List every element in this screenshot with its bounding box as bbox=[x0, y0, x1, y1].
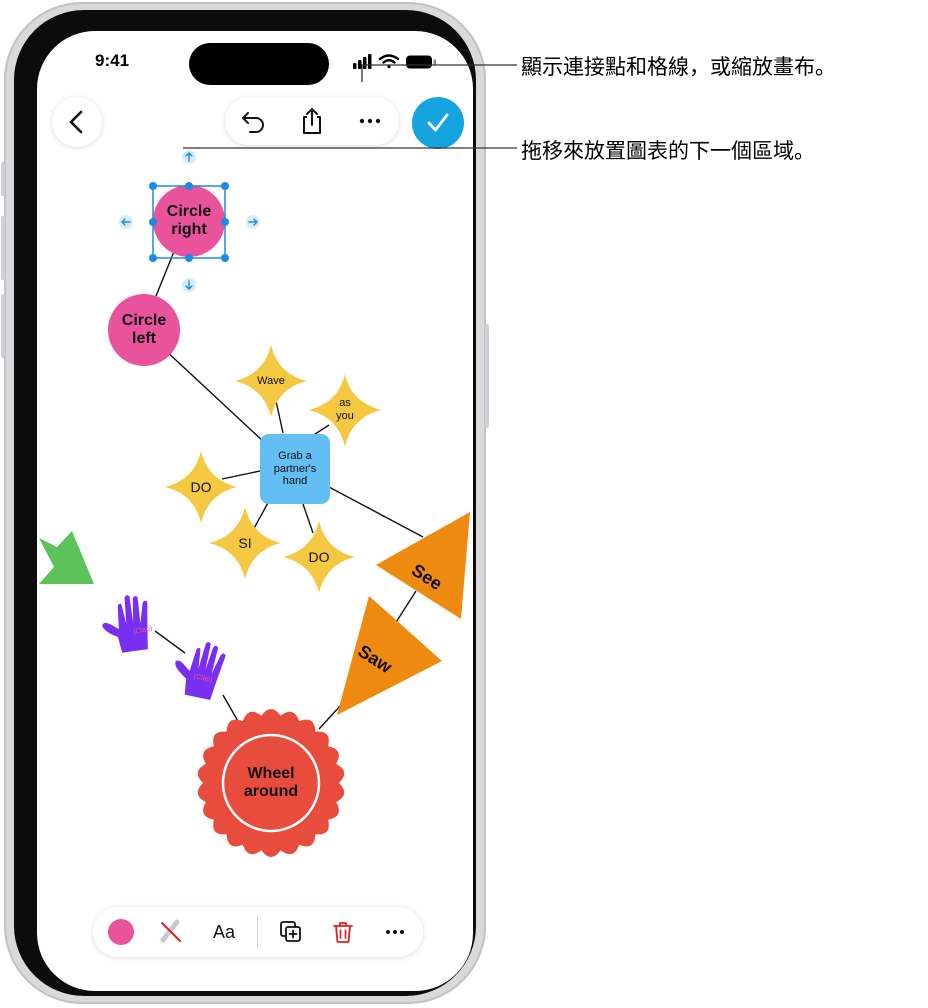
stroke-button[interactable] bbox=[151, 907, 191, 957]
fill-color-button[interactable] bbox=[101, 907, 141, 957]
hand-shapes bbox=[99, 593, 228, 701]
checkmark-icon bbox=[427, 113, 449, 132]
wifi-icon bbox=[378, 54, 400, 69]
connector-line bbox=[154, 630, 186, 654]
add-shape-arrow-down-icon[interactable] bbox=[182, 278, 196, 292]
fill-color-swatch-icon bbox=[108, 919, 134, 945]
delete-button[interactable] bbox=[323, 907, 363, 957]
circle-right-label-line2: right bbox=[171, 221, 207, 238]
circle-left-label-line2: left bbox=[132, 330, 156, 347]
circle-right-label-line1: Circle bbox=[166, 202, 212, 220]
connector-line bbox=[302, 503, 314, 534]
star-do-bottom-label: DO bbox=[308, 548, 330, 565]
connector-line bbox=[318, 704, 342, 730]
circle-left-label: Circle left bbox=[108, 307, 180, 353]
action-button bbox=[1, 162, 5, 196]
volume-down-button bbox=[1, 294, 5, 358]
undo-icon bbox=[242, 112, 264, 133]
circle-right-label: Circle right bbox=[153, 197, 225, 245]
callout-drag-next-area: 拖移來放置圖表的下一個區域。 bbox=[521, 139, 815, 163]
star-si-shape[interactable] bbox=[209, 507, 281, 579]
connector-line bbox=[163, 348, 266, 444]
resize-handle[interactable] bbox=[221, 218, 229, 226]
star-as-you-line2: you bbox=[336, 410, 354, 422]
star-do-left-shape[interactable] bbox=[165, 451, 237, 523]
add-shape-arrow-right-icon[interactable] bbox=[246, 215, 260, 229]
text-style-button[interactable]: Aa bbox=[212, 921, 236, 942]
share-icon bbox=[303, 108, 321, 134]
duplicate-button[interactable] bbox=[271, 907, 311, 957]
grab-hand-line2: partner's bbox=[273, 462, 317, 475]
wheel-around-shape[interactable] bbox=[197, 709, 345, 857]
duplicate-icon bbox=[280, 921, 301, 942]
dynamic-island bbox=[189, 43, 329, 85]
diagram-canvas[interactable] bbox=[37, 31, 473, 991]
connector-line bbox=[221, 470, 261, 480]
share-button[interactable] bbox=[283, 97, 341, 145]
star-as-you-label: as you bbox=[321, 395, 369, 425]
circle-right-shape[interactable] bbox=[153, 185, 225, 257]
star-do-left-label: DO bbox=[190, 478, 212, 495]
star-wave-shape[interactable] bbox=[235, 345, 307, 417]
resize-handle[interactable] bbox=[149, 182, 157, 190]
wheel-around-line1: Wheel bbox=[247, 764, 295, 782]
ellipsis-icon bbox=[359, 118, 381, 124]
top-toolbar bbox=[225, 97, 399, 145]
status-time: 9:41 bbox=[95, 51, 130, 70]
trash-icon bbox=[333, 922, 353, 943]
star-si-label: SI bbox=[238, 534, 252, 551]
resize-handle[interactable] bbox=[221, 182, 229, 190]
clap-hand-2[interactable] bbox=[169, 636, 228, 701]
undo-button[interactable] bbox=[225, 97, 283, 145]
done-button[interactable] bbox=[412, 97, 464, 149]
side-button bbox=[485, 324, 489, 428]
green-arrow-shape[interactable] bbox=[39, 531, 94, 584]
resize-handle[interactable] bbox=[185, 254, 193, 262]
no-stroke-icon bbox=[160, 919, 181, 943]
star-as-you-shape[interactable] bbox=[309, 374, 381, 447]
add-shape-arrow-left-icon[interactable] bbox=[119, 215, 133, 229]
screen: 9:41 bbox=[37, 31, 473, 991]
grab-hand-line1: Grab a bbox=[278, 450, 312, 463]
triangle-saw-shape[interactable] bbox=[337, 596, 442, 715]
star-do-bottom-shape[interactable] bbox=[283, 521, 355, 593]
resize-handle[interactable] bbox=[185, 182, 193, 190]
callout-zoom-grid: 顯示連接點和格線，或縮放畫布。 bbox=[521, 55, 836, 79]
grab-hand-label: Grab a partner's hand bbox=[260, 445, 330, 493]
volume-up-button bbox=[1, 216, 5, 280]
star-shapes bbox=[165, 345, 381, 593]
toolbar-divider bbox=[257, 916, 258, 948]
back-icon bbox=[69, 110, 83, 134]
resize-handle[interactable] bbox=[149, 218, 157, 226]
circle-left-shape[interactable] bbox=[108, 294, 180, 366]
back-button[interactable] bbox=[52, 97, 102, 147]
shape-format-toolbar: Aa bbox=[93, 907, 423, 957]
grab-hand-line3: hand bbox=[282, 475, 308, 488]
star-as-you-line1: as bbox=[339, 397, 351, 410]
connector-lines bbox=[153, 248, 424, 730]
ellipsis-icon bbox=[386, 930, 404, 934]
resize-handle[interactable] bbox=[221, 254, 229, 262]
triangle-see-shape[interactable] bbox=[376, 512, 470, 619]
selection-handles bbox=[119, 150, 260, 292]
circle-left-label-line1: Circle bbox=[121, 311, 167, 329]
more-button[interactable] bbox=[341, 97, 399, 145]
clap-hand-1[interactable] bbox=[99, 593, 154, 655]
wheel-around-line2: around bbox=[243, 783, 299, 800]
wheel-around-label: Wheel around bbox=[221, 759, 321, 807]
callout-line-1 bbox=[361, 64, 517, 82]
connector-line bbox=[222, 694, 240, 724]
more-options-button[interactable] bbox=[375, 907, 415, 957]
star-wave-label: Wave bbox=[257, 374, 285, 387]
resize-handle[interactable] bbox=[149, 254, 157, 262]
grab-hand-shape[interactable] bbox=[260, 434, 330, 504]
add-shape-arrow-up-icon[interactable] bbox=[182, 150, 196, 164]
phone-bezel: 9:41 bbox=[14, 10, 476, 996]
connector-line bbox=[328, 486, 424, 538]
phone-frame: 9:41 bbox=[1, 2, 489, 1004]
